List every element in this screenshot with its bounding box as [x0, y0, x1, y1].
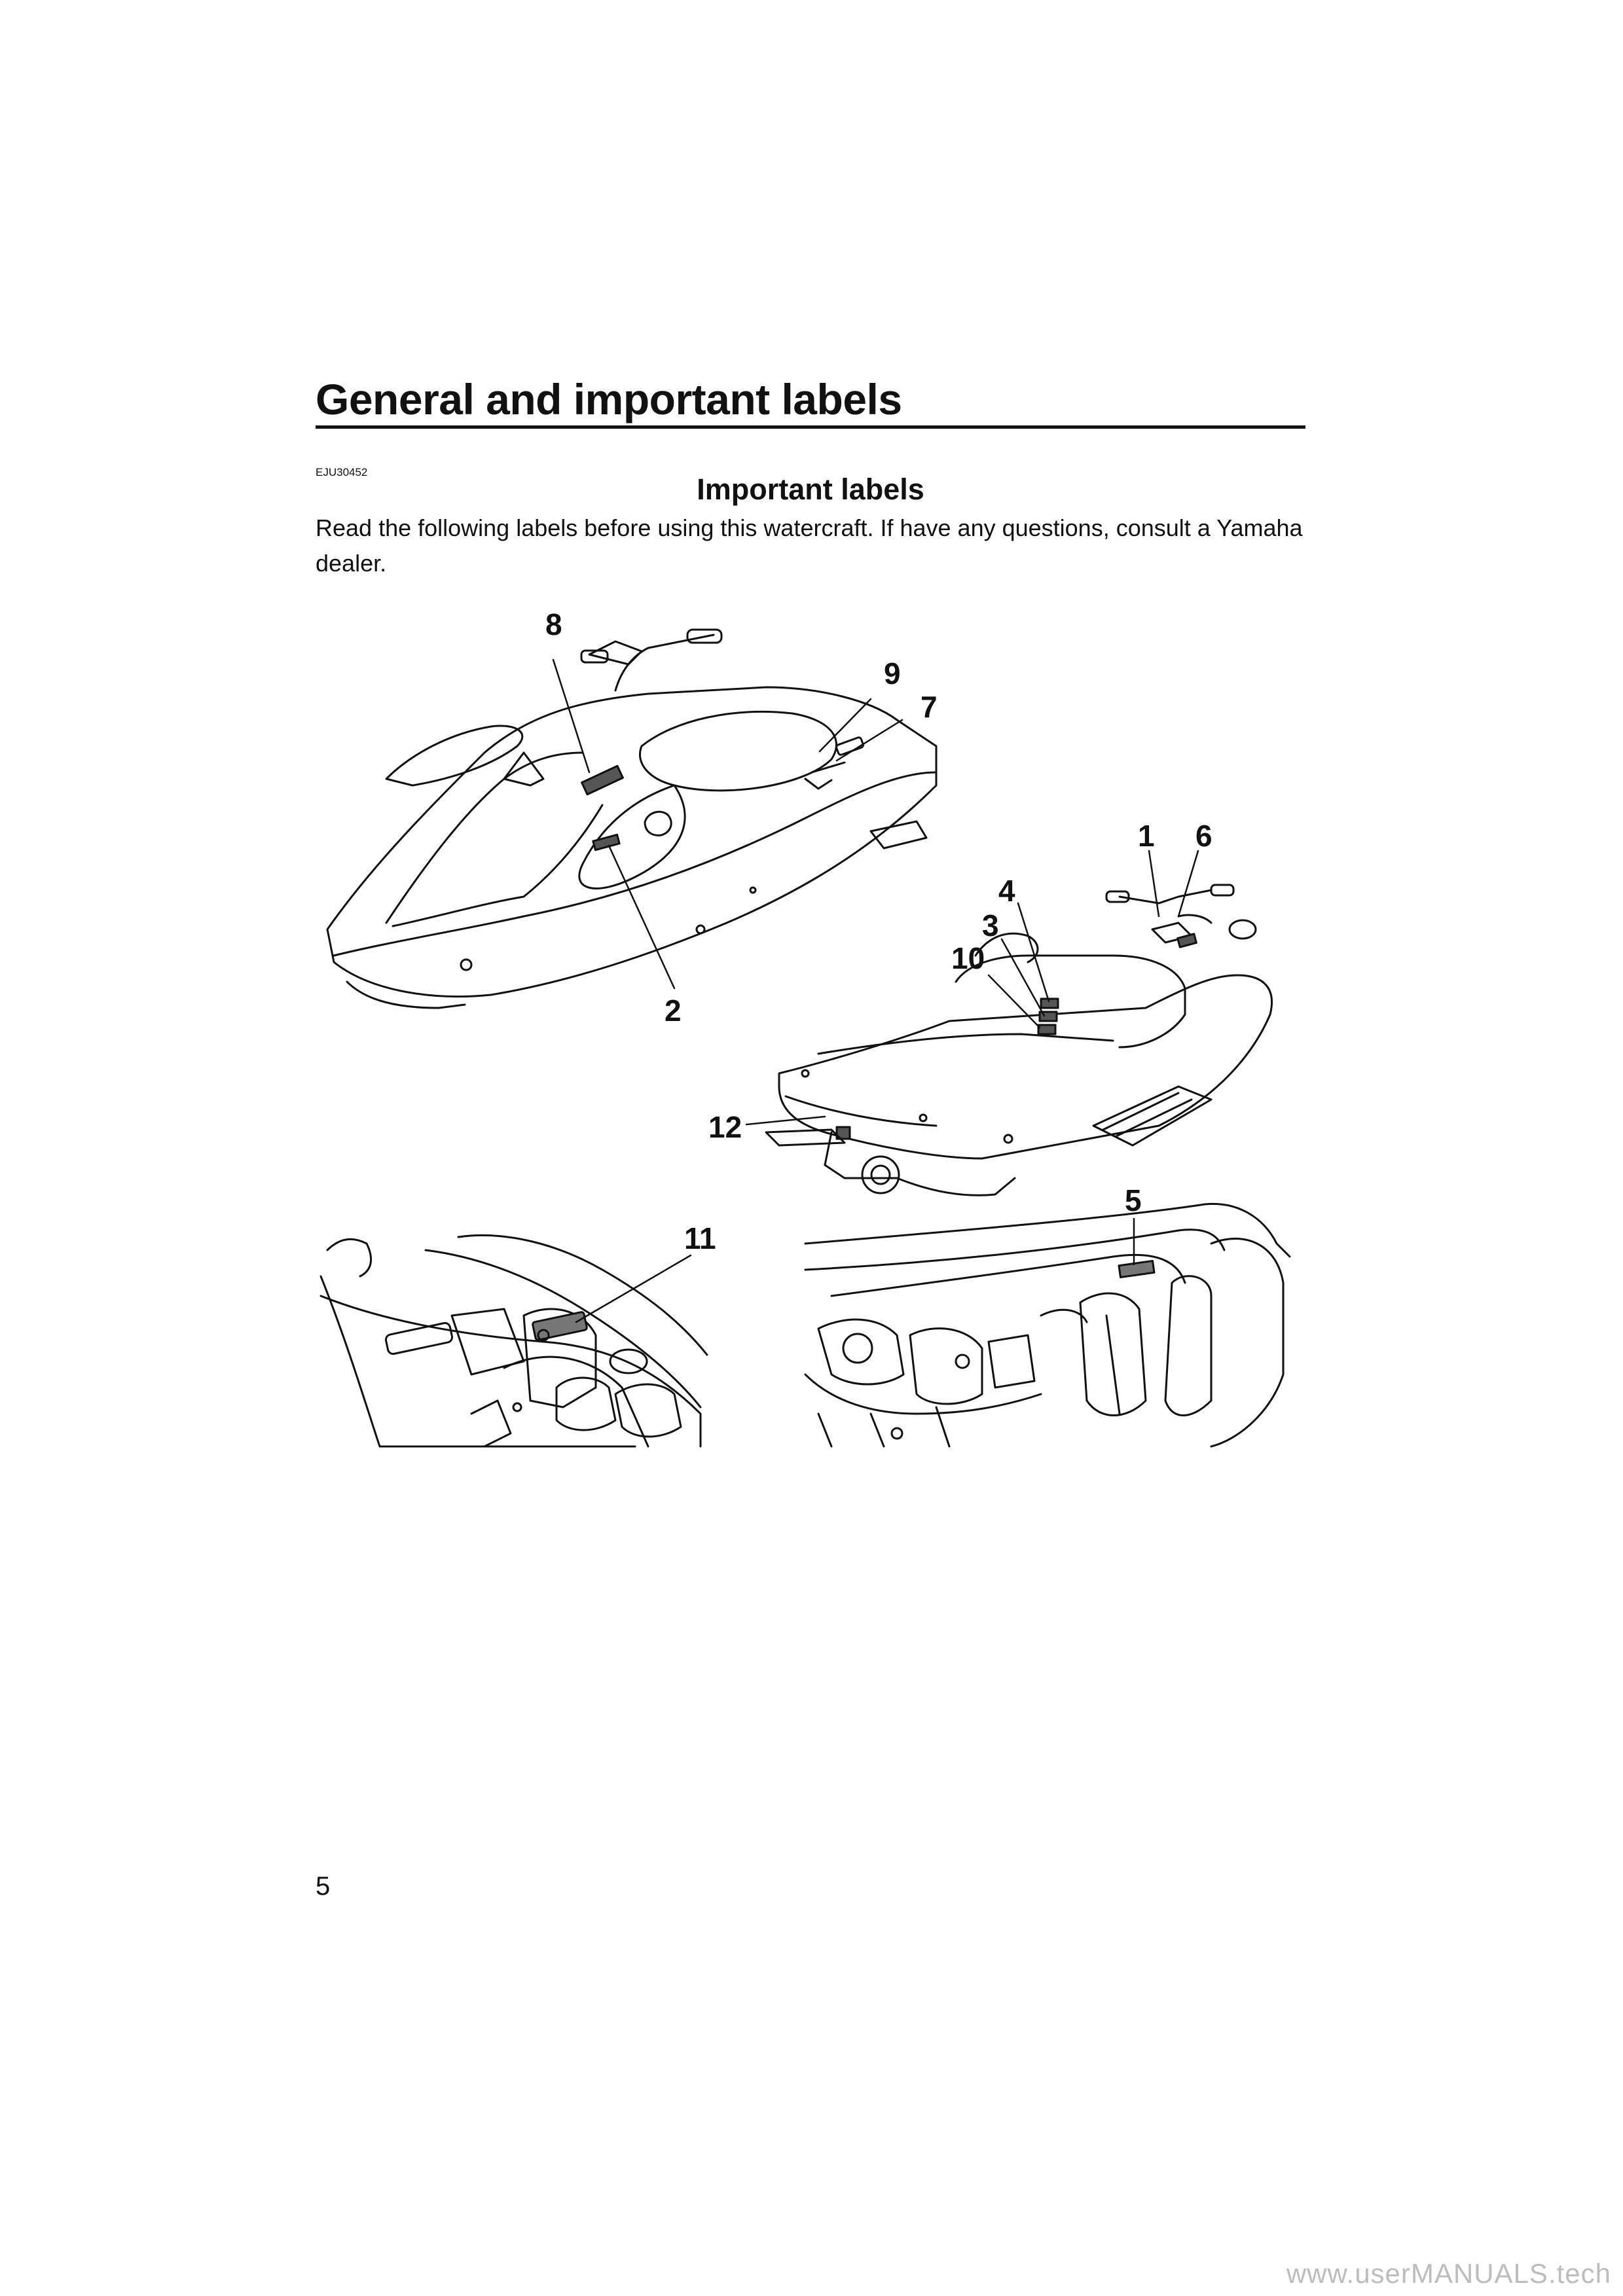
callout-5: 5	[1125, 1183, 1142, 1217]
callout-2: 2	[665, 994, 682, 1028]
callout-leaders	[552, 658, 1199, 1323]
callout-12: 12	[708, 1110, 742, 1144]
section-heading: Important labels	[697, 473, 924, 506]
callout-4: 4	[998, 874, 1015, 908]
callout-1: 1	[1138, 819, 1155, 853]
callout-numbers: 8 9 7 1 6 4 3 10 2 12 11 5	[545, 607, 1213, 1255]
watermark: www.userMANUALS.tech	[1286, 2258, 1611, 2289]
title-rule	[316, 425, 1305, 429]
page-number: 5	[316, 1872, 331, 1901]
callout-3: 3	[982, 908, 999, 942]
callout-8: 8	[545, 607, 562, 641]
callout-6: 6	[1195, 819, 1213, 853]
label-location-figure: 8 9 7 1 6 4 3 10 2 12 11 5	[308, 589, 1316, 1584]
callout-10: 10	[951, 941, 985, 975]
watercraft-front-illustration	[326, 628, 938, 1009]
watercraft-rear-illustration	[765, 884, 1273, 1196]
engine-bay-left-illustration	[319, 1234, 708, 1448]
callout-7: 7	[921, 690, 938, 724]
page-title: General and important labels	[316, 375, 902, 423]
intro-paragraph: Read the following labels before using t…	[316, 514, 1303, 577]
engine-bay-right-illustration	[804, 1202, 1291, 1448]
callout-9: 9	[884, 656, 901, 691]
callout-11: 11	[684, 1221, 716, 1255]
section-code: EJU30452	[316, 466, 368, 478]
